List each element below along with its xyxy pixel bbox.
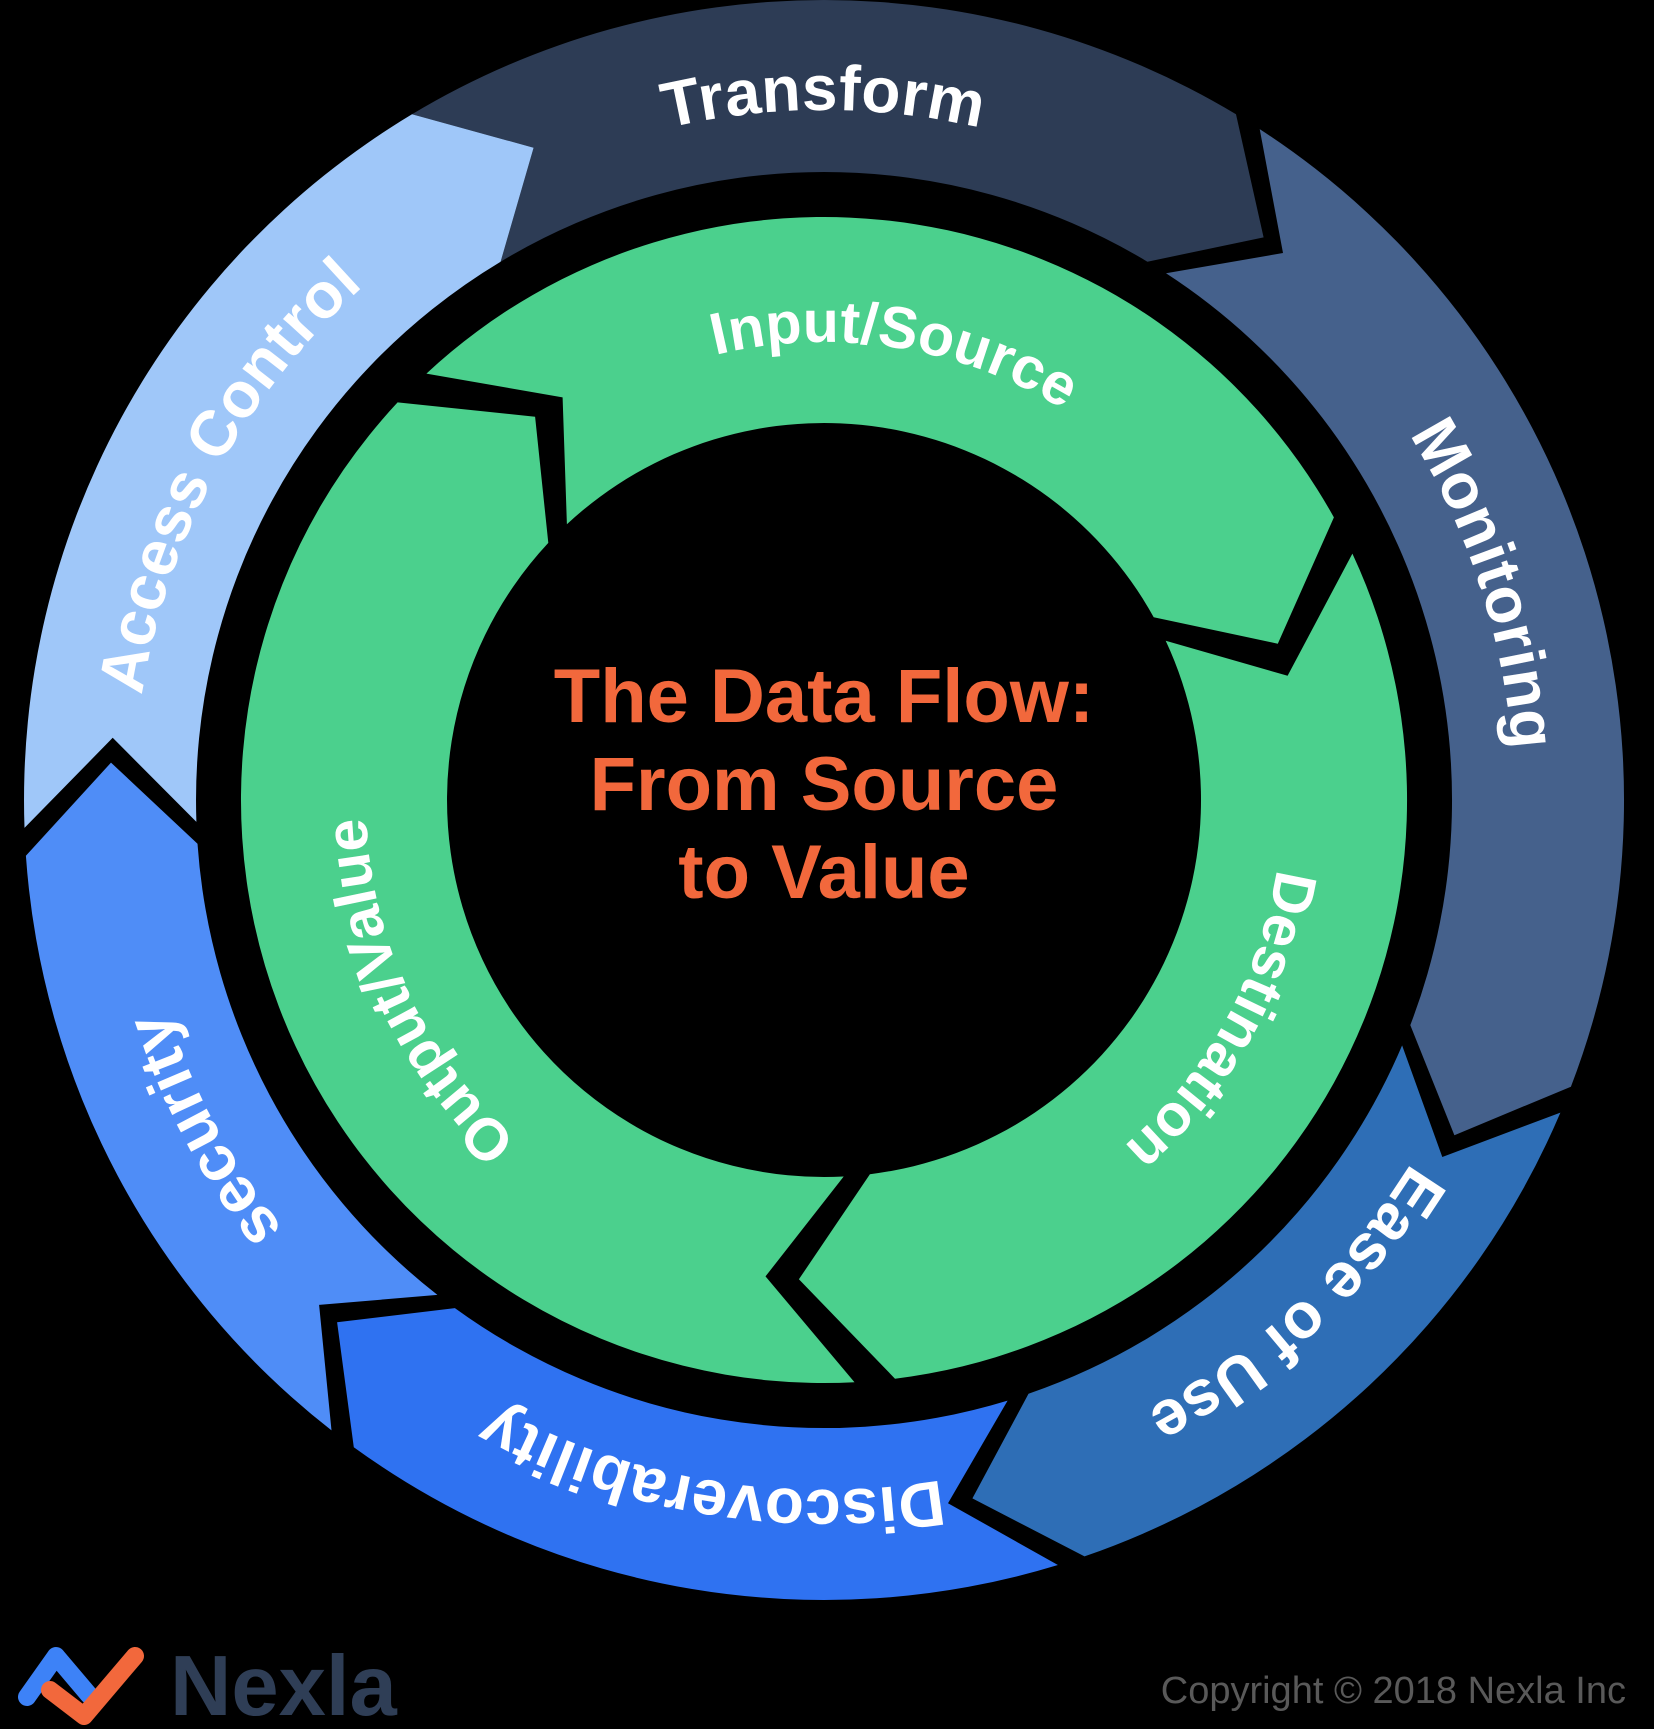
- inner-ring-arrow-input-source: [426, 217, 1334, 644]
- nexla-logo: Nexla: [18, 1641, 398, 1725]
- inner-ring-arrow-destination: [798, 553, 1408, 1379]
- center-title-line-1: The Data Flow:: [554, 654, 1094, 739]
- outer-ring-arrow-transform: [412, 0, 1264, 262]
- nexla-wordmark: Nexla: [170, 1641, 398, 1725]
- copyright-notice: Copyright © 2018 Nexla Inc: [1160, 1670, 1626, 1712]
- outer-ring-arrow-ease-of-use: [972, 1045, 1561, 1557]
- center-title-line-3: to Value: [678, 830, 969, 915]
- inner-ring-arrow-output-value: [240, 402, 855, 1383]
- center-title-line-2: From Source: [590, 742, 1059, 827]
- outer-ring-arrow-access-control: [24, 114, 534, 828]
- nexla-logo-orange-stroke-icon: [41, 1647, 144, 1725]
- outer-ring-arrow-discoverability: [337, 1308, 1058, 1600]
- outer-ring-arrow-security: [25, 762, 438, 1431]
- outer-ring-arrow-monitoring: [1166, 129, 1625, 1136]
- nexla-logo-blue-stroke-icon: [18, 1647, 98, 1706]
